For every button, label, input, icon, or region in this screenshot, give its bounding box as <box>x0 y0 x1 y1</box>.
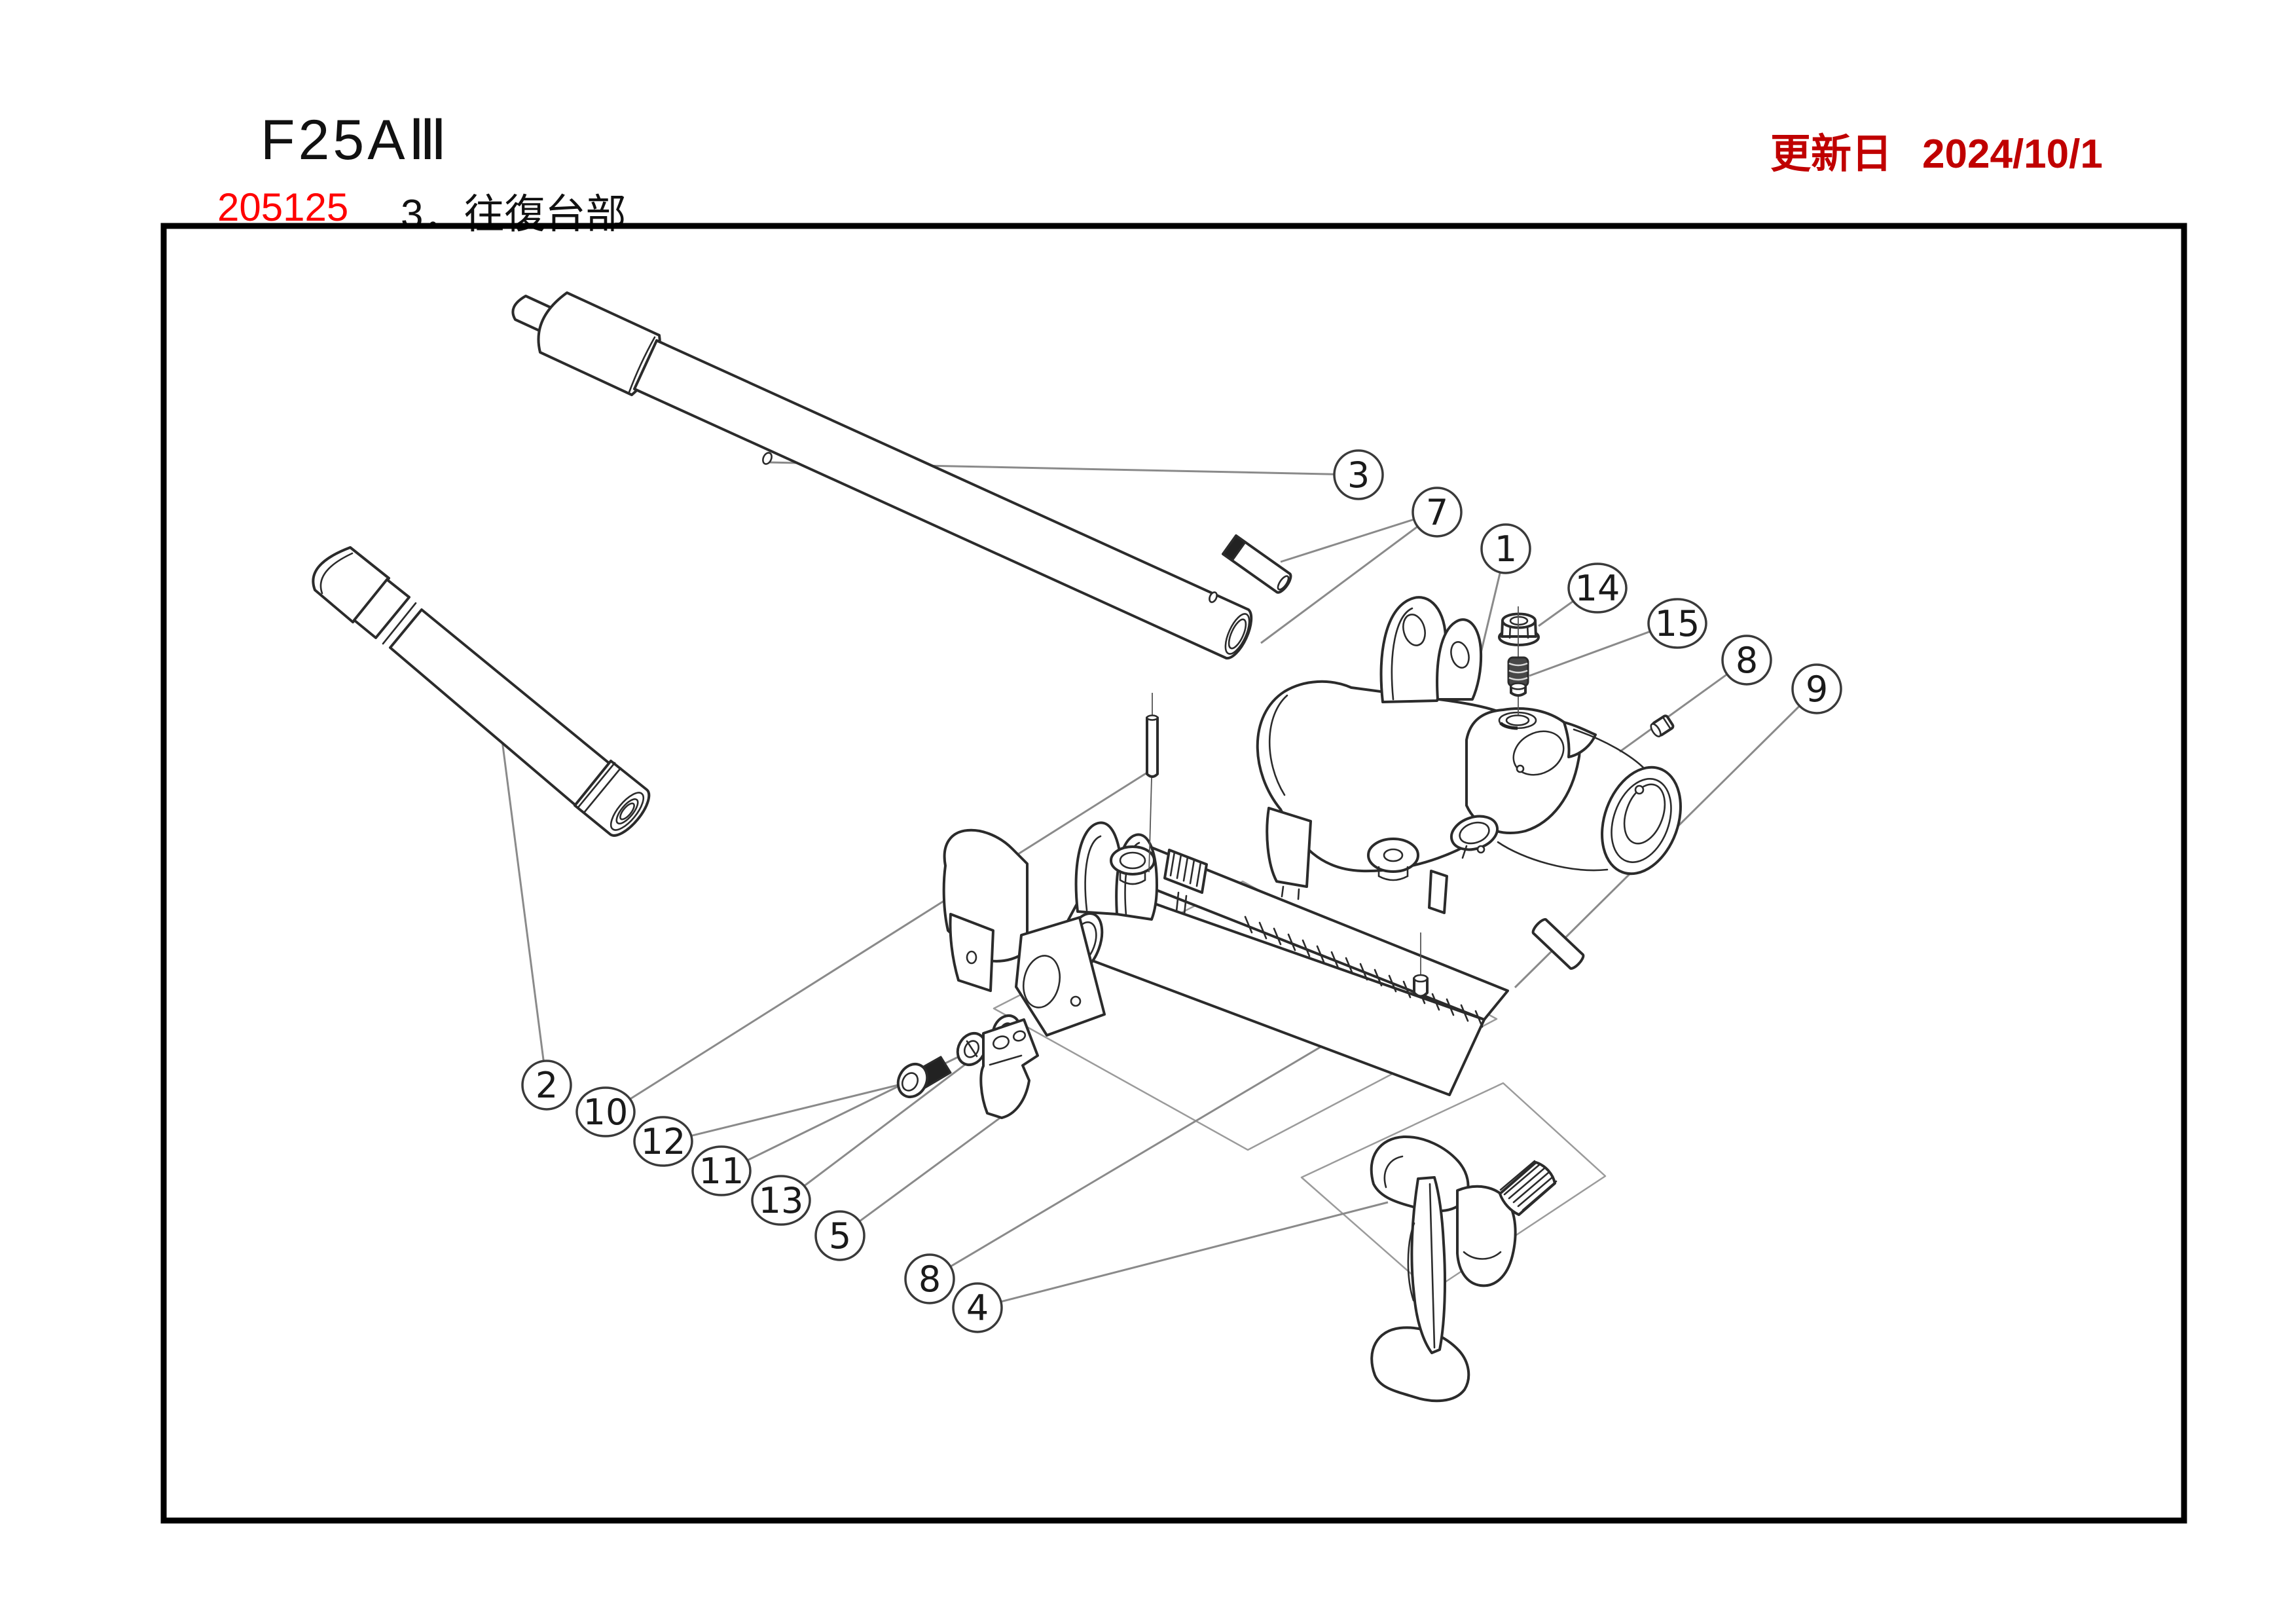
lower-shaft <box>312 546 651 837</box>
parts-artwork <box>312 291 1682 1403</box>
balloon-circle-14 <box>1567 563 1628 614</box>
balloon-circle-15 <box>1647 598 1707 649</box>
balloon-13: 13 <box>751 1175 811 1226</box>
balloon-number-15: 15 <box>1655 603 1700 644</box>
balloon-circle-11 <box>691 1145 752 1196</box>
balloon-number-12: 12 <box>641 1121 686 1162</box>
balloon-12: 12 <box>633 1116 693 1167</box>
carriage-rail <box>942 821 1509 1096</box>
balloon-circle-10 <box>575 1086 636 1137</box>
balloon-2: 2 <box>521 1060 572 1111</box>
stopper-bracket-5 <box>979 1018 1039 1119</box>
balloon-circle-9 <box>1791 663 1842 714</box>
balloon-4: 4 <box>952 1282 1003 1333</box>
balloon-1: 1 <box>1480 523 1531 574</box>
leader-line-8 <box>1619 673 1728 753</box>
set-screw-upper <box>1650 714 1675 737</box>
balloon-circle-13 <box>751 1175 811 1226</box>
balloon-number-5: 5 <box>829 1215 851 1257</box>
balloon-number-8: 8 <box>919 1259 941 1300</box>
fork-blade <box>1410 1176 1446 1354</box>
update-label: 更新日 <box>1770 132 1893 177</box>
diagram-border <box>160 223 2187 1524</box>
leader-line-5 <box>858 1107 1014 1223</box>
update-date: 2024/10/1 <box>1922 132 2103 177</box>
balloon-9: 9 <box>1791 663 1842 714</box>
balloon-10: 10 <box>575 1086 636 1137</box>
balloon-number-7: 7 <box>1426 492 1448 533</box>
balloon-7: 7 <box>1412 487 1463 538</box>
part-code: 205125 <box>217 185 349 229</box>
leader-line-7 <box>1260 525 1419 644</box>
carriage-front-flap <box>1266 807 1312 888</box>
balloon-number-4: 4 <box>966 1287 989 1329</box>
leader-lines <box>498 461 1800 1303</box>
balloon-number-2: 2 <box>536 1065 558 1106</box>
pin-10 <box>1146 693 1159 873</box>
fork-bottom-pad <box>1370 1326 1470 1403</box>
balloon-14: 14 <box>1567 563 1628 614</box>
leader-line-2 <box>498 720 545 1061</box>
balloon-circle-5 <box>814 1210 866 1261</box>
balloon-8: 8 <box>1721 635 1772 686</box>
rack-teeth-hatching <box>1244 915 1484 1028</box>
balloon-11: 11 <box>691 1145 752 1196</box>
balloon-number-14: 14 <box>1575 568 1620 609</box>
spring-15 <box>1507 606 1529 715</box>
balloon-number-9: 9 <box>1806 669 1828 710</box>
balloon-number-13: 13 <box>759 1180 804 1221</box>
balloon-8: 8 <box>904 1253 955 1304</box>
balloon-number-11: 11 <box>699 1151 744 1192</box>
balloon-circle-4 <box>952 1282 1003 1333</box>
section-title: 3．往復台部 <box>401 192 627 237</box>
update-date-block: 更新日 2024/10/1 <box>1770 120 2103 179</box>
balloon-circle-8 <box>904 1253 955 1304</box>
model-title: F25AⅢ <box>261 109 450 172</box>
fork-hub <box>1456 1185 1517 1287</box>
balloon-number-1: 1 <box>1495 528 1517 570</box>
balloon-5: 5 <box>814 1210 866 1261</box>
balloon-circle-8 <box>1721 635 1772 686</box>
balloon-circle-7 <box>1412 487 1463 538</box>
leader-line-15 <box>1529 630 1651 677</box>
flange-nut-14 <box>1498 612 1540 646</box>
upper-shaft <box>511 291 1253 660</box>
balloon-number-10: 10 <box>583 1092 629 1133</box>
leader-line-10 <box>629 771 1148 1100</box>
carriage-body <box>1256 596 1682 900</box>
shift-fork-4 <box>1370 1135 1558 1403</box>
set-screw-lower <box>1413 932 1429 998</box>
balloon-3: 3 <box>1333 449 1384 500</box>
leader-line-4 <box>1000 1201 1389 1303</box>
balloon-15: 15 <box>1647 598 1707 649</box>
spline-hatching <box>1499 1160 1558 1211</box>
leader-line-14 <box>1538 600 1574 627</box>
leader-line-12 <box>691 1080 912 1137</box>
balloon-circle-1 <box>1480 523 1531 574</box>
pin-9 <box>1531 918 1585 970</box>
leader-line-7 <box>1280 518 1415 563</box>
fork-top-pad <box>1370 1135 1470 1213</box>
pin-7 <box>1222 534 1292 594</box>
socket-screw-12 <box>896 1056 952 1098</box>
balloon-circle-12 <box>633 1116 693 1167</box>
balloon-circle-2 <box>521 1060 572 1111</box>
balloon-number-8: 8 <box>1736 640 1758 681</box>
balloon-number-3: 3 <box>1347 454 1370 496</box>
balloon-circle-3 <box>1333 449 1384 500</box>
